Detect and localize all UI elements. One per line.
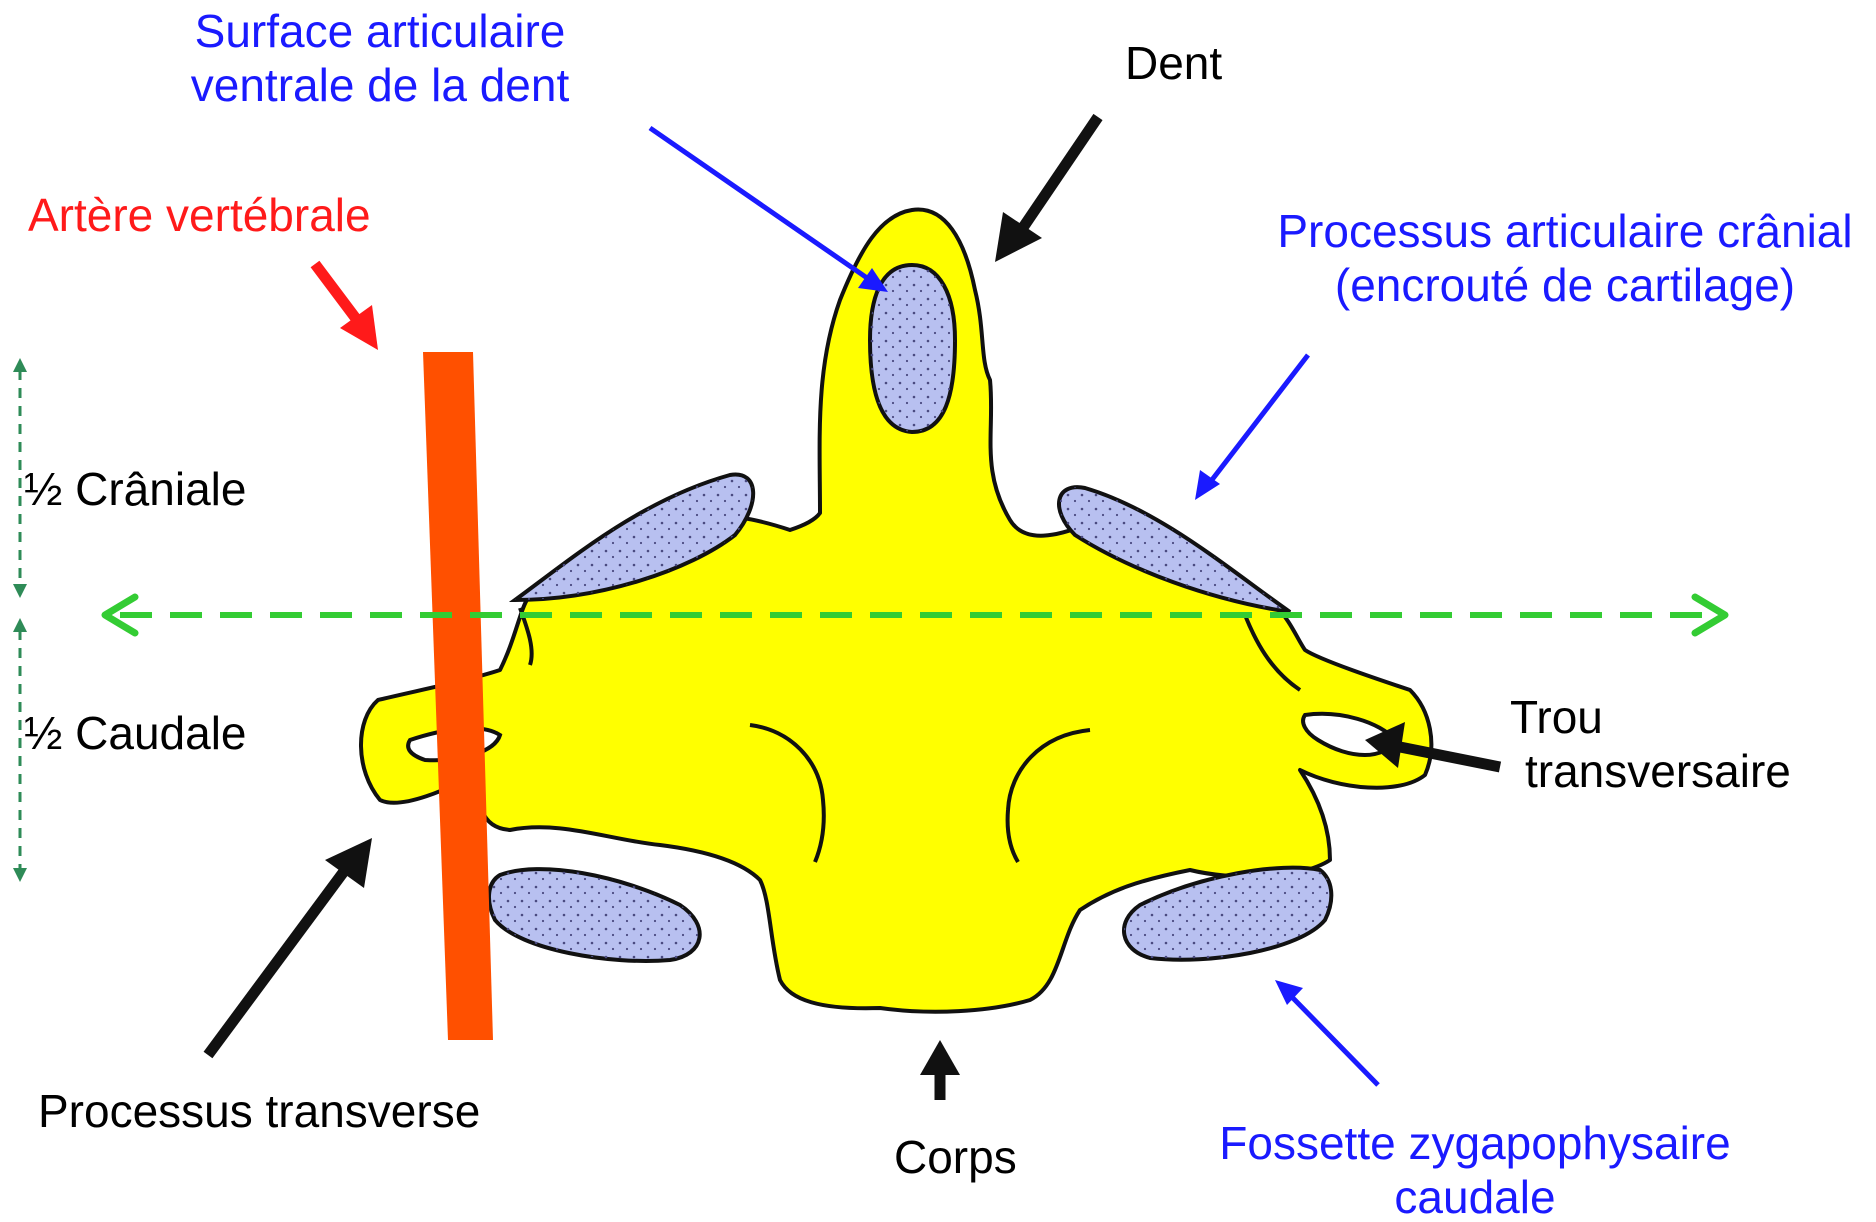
label-surface-line1: Surface articulaire bbox=[180, 4, 580, 58]
label-trou-line2: transversaire bbox=[1510, 744, 1791, 798]
arrow-processus-cranial bbox=[1195, 355, 1308, 500]
arrow-dent bbox=[995, 117, 1098, 262]
label-processus-cranial-line1: Processus articulaire crânial bbox=[1255, 204, 1875, 258]
arrow-corps bbox=[920, 1040, 960, 1100]
arrow-processus-transverse bbox=[208, 838, 372, 1055]
fossette-zygapophysaire-right bbox=[1124, 868, 1331, 960]
label-dent: Dent bbox=[1125, 36, 1222, 90]
label-processus-articulaire-cranial: Processus articulaire crânial (encrouté … bbox=[1255, 204, 1875, 312]
label-trou-transversaire: Trou transversaire bbox=[1510, 690, 1791, 798]
label-fossette-zygapophysaire: Fossette zygapophysaire caudale bbox=[1185, 1116, 1765, 1222]
label-processus-cranial-line2: (encrouté de cartilage) bbox=[1255, 258, 1875, 312]
label-surface-line2: ventrale de la dent bbox=[180, 58, 580, 112]
arrow-fossette bbox=[1275, 980, 1378, 1085]
label-half-caudal: ½ Caudale bbox=[24, 706, 247, 760]
label-processus-transverse: Processus transverse bbox=[38, 1084, 480, 1138]
label-corps: Corps bbox=[894, 1130, 1017, 1184]
arrow-surface-articulaire bbox=[650, 128, 888, 292]
label-trou-line1: Trou bbox=[1510, 690, 1791, 744]
label-fossette-line1: Fossette zygapophysaire bbox=[1185, 1116, 1765, 1170]
label-artere-vertebrale: Artère vertébrale bbox=[28, 188, 371, 242]
label-fossette-line2: caudale bbox=[1185, 1170, 1765, 1222]
label-surface-articulaire: Surface articulaire ventrale de la dent bbox=[180, 4, 580, 112]
arrow-artere bbox=[315, 264, 378, 350]
label-half-cranial: ½ Crâniale bbox=[24, 462, 246, 516]
fossette-zygapophysaire-left bbox=[489, 869, 700, 961]
